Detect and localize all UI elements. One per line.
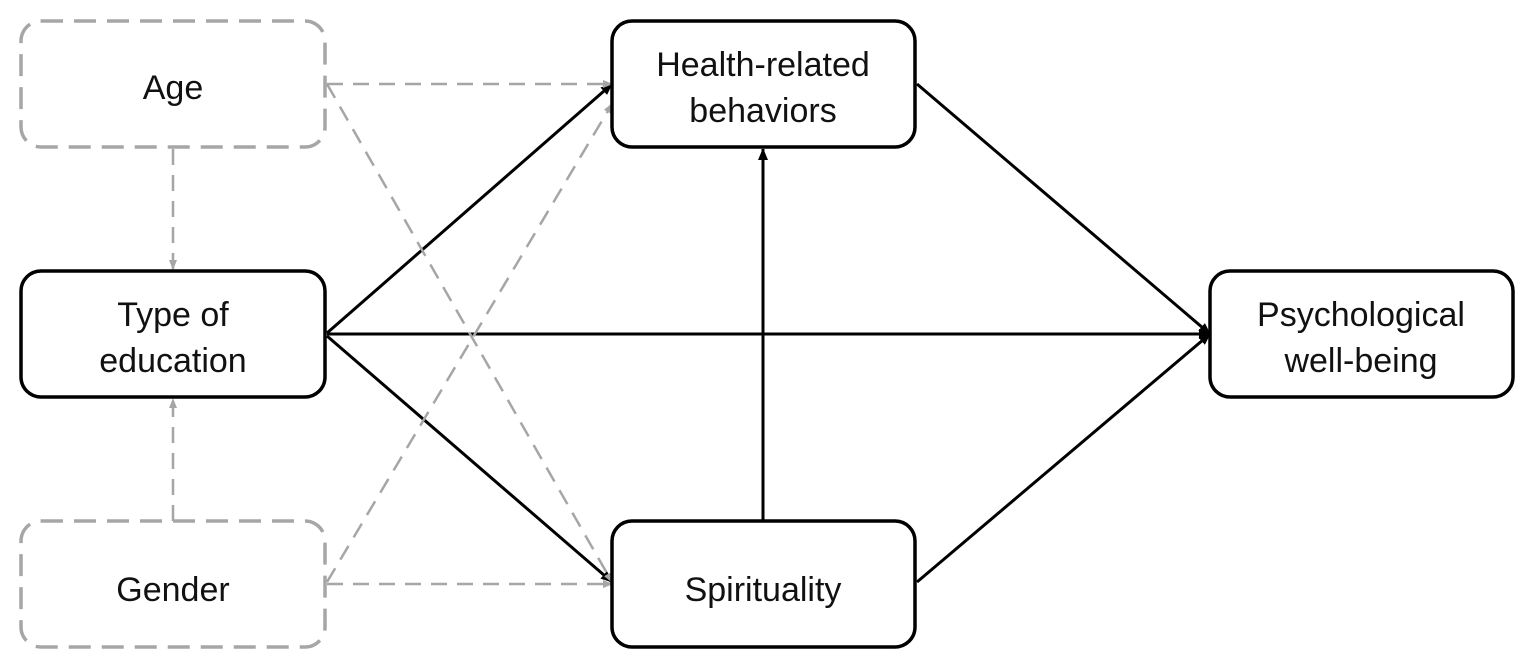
edge-type-of-education-to-health-related-behaviors — [326, 82, 613, 335]
node-health-related-behaviors-label-line2: behaviors — [689, 92, 836, 130]
node-age-label: Age — [143, 69, 204, 107]
edge-type-of-education-to-spirituality — [326, 334, 613, 584]
edge-gender-to-health-related-behaviors — [325, 103, 614, 583]
edge-spirituality-to-psychological-well-being — [916, 332, 1211, 584]
node-psychological-well-being-label-line1: Psychological — [1257, 296, 1465, 334]
node-spirituality-box — [610, 519, 917, 649]
node-type-of-education: Type of education — [19, 269, 327, 399]
node-psychological-well-being: Psychological well-being — [1208, 269, 1515, 399]
node-spirituality-label: Spirituality — [685, 571, 842, 609]
node-gender-label: Gender — [116, 571, 229, 609]
edge-health-related-behaviors-to-psychological-well-being — [916, 82, 1211, 336]
node-type-of-education-label-line2: education — [99, 342, 246, 380]
node-psychological-well-being-box — [1208, 269, 1515, 399]
node-age-box — [19, 19, 327, 149]
node-health-related-behaviors-box — [610, 19, 917, 149]
node-spirituality: Spirituality — [610, 519, 917, 649]
node-age: Age — [19, 19, 327, 149]
node-health-related-behaviors-label-line1: Health-related — [656, 46, 870, 84]
node-type-of-education-label-line1: Type of — [117, 296, 229, 334]
edges-layer — [169, 80, 1211, 588]
node-health-related-behaviors: Health-related behaviors — [610, 19, 917, 149]
node-psychological-well-being-label-line2: well-being — [1283, 342, 1437, 380]
node-gender-box — [19, 519, 327, 649]
edge-age-to-spirituality — [325, 83, 614, 583]
node-gender: Gender — [19, 519, 327, 649]
node-type-of-education-box — [19, 269, 327, 399]
